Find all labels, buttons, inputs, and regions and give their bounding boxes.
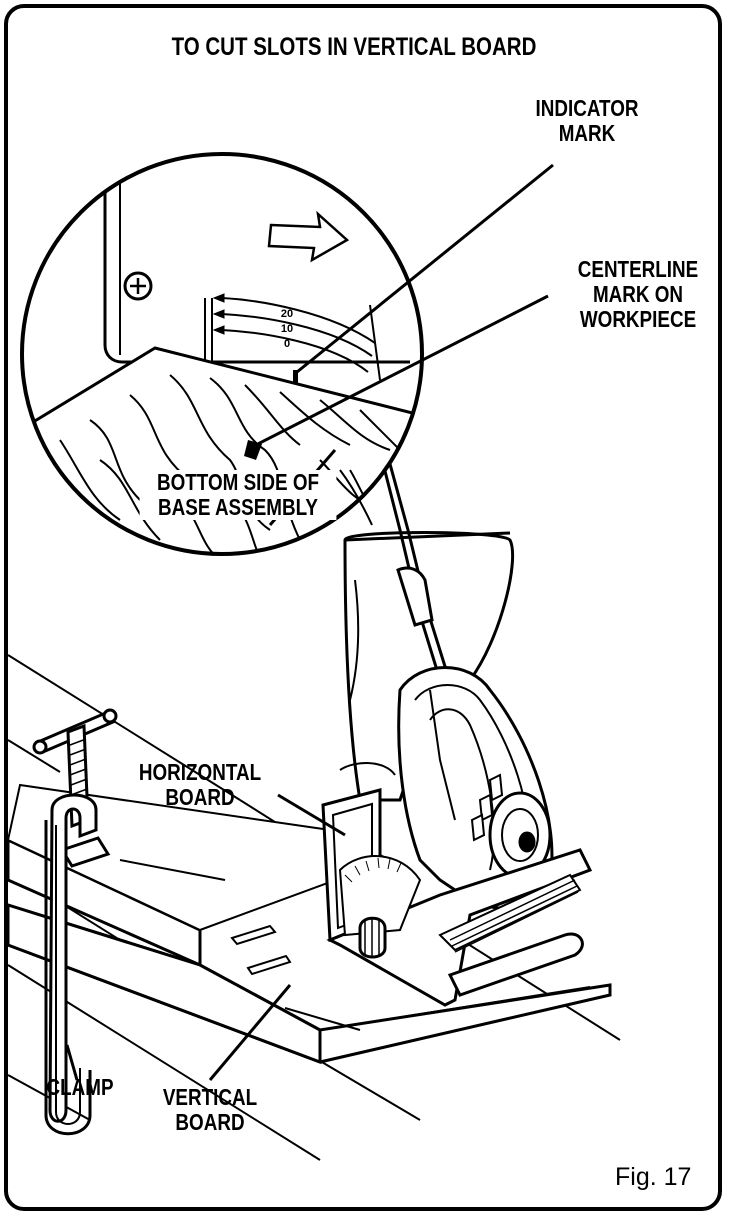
label-bottom-side: BOTTOM SIDE OF BASE ASSEMBLY — [139, 470, 337, 520]
label-horizontal-board: HORIZONTAL BOARD — [138, 759, 262, 810]
clamp-drawing — [32, 708, 118, 1136]
label-vertical-board: VERTICAL BOARD — [162, 1084, 258, 1135]
label-clamp: CLAMP — [46, 1074, 114, 1100]
biscuit-joiner — [321, 419, 593, 1007]
label-indicator-mark: INDICATOR MARK — [535, 95, 639, 146]
scale-0: 0 — [284, 338, 290, 350]
label-centerline-mark: CENTERLINE MARK ON WORKPIECE — [577, 256, 699, 332]
figure-frame — [4, 4, 722, 1211]
scale-20: 20 — [281, 308, 293, 320]
biscuit-slots — [230, 924, 292, 976]
scale-10: 10 — [281, 323, 293, 335]
figure-title: TO CUT SLOTS IN VERTICAL BOARD — [171, 33, 537, 61]
vertical-board — [6, 902, 612, 1065]
figure-number: Fig. 17 — [615, 1163, 692, 1191]
